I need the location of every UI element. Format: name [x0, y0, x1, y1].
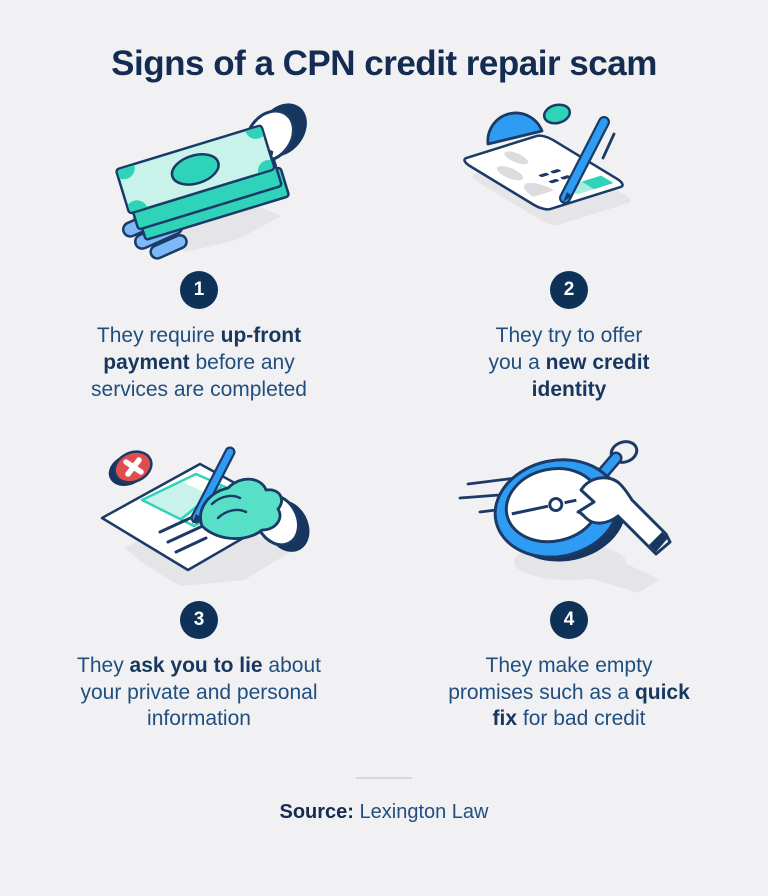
step-number: 4	[563, 608, 575, 630]
signs-grid: 1 They require up-front payment before a…	[34, 100, 734, 733]
sign-caption: They try to offer you a new credit ident…	[488, 324, 650, 401]
source-label: Source:	[279, 801, 354, 824]
money-in-hand-icon	[84, 100, 314, 265]
document-signing-icon	[84, 430, 314, 595]
step-number-badge: 1	[180, 271, 218, 309]
footer-divider	[356, 777, 412, 780]
page-title: Signs of a CPN credit repair scam	[111, 44, 657, 83]
source-value: Lexington Law	[353, 801, 489, 824]
step-number-badge: 4	[550, 600, 588, 639]
step-number: 3	[193, 608, 205, 630]
step-number-badge: 3	[180, 600, 218, 639]
scam-sign-item-1: 1 They require up-front payment before a…	[34, 100, 364, 404]
scam-sign-item-2: 2 They try to offer you a new credit ide…	[404, 100, 734, 404]
sign-caption: They make empty promises such as a quick…	[448, 653, 690, 731]
sign-caption: They ask you to lie about your private a…	[77, 653, 321, 731]
id-card-pen-icon	[454, 100, 684, 265]
step-number-badge: 2	[550, 271, 588, 309]
source-line: Source: Lexington Law	[279, 801, 488, 824]
stopwatch-wrench-icon	[454, 430, 684, 595]
step-number: 2	[563, 279, 575, 300]
scam-sign-item-4: 4 They make empty promises such as a qui…	[404, 430, 734, 734]
scam-sign-item-3: 3 They ask you to lie about your private…	[34, 430, 364, 734]
sign-caption: They require up-front payment before any…	[91, 324, 307, 401]
step-number: 1	[193, 279, 205, 300]
